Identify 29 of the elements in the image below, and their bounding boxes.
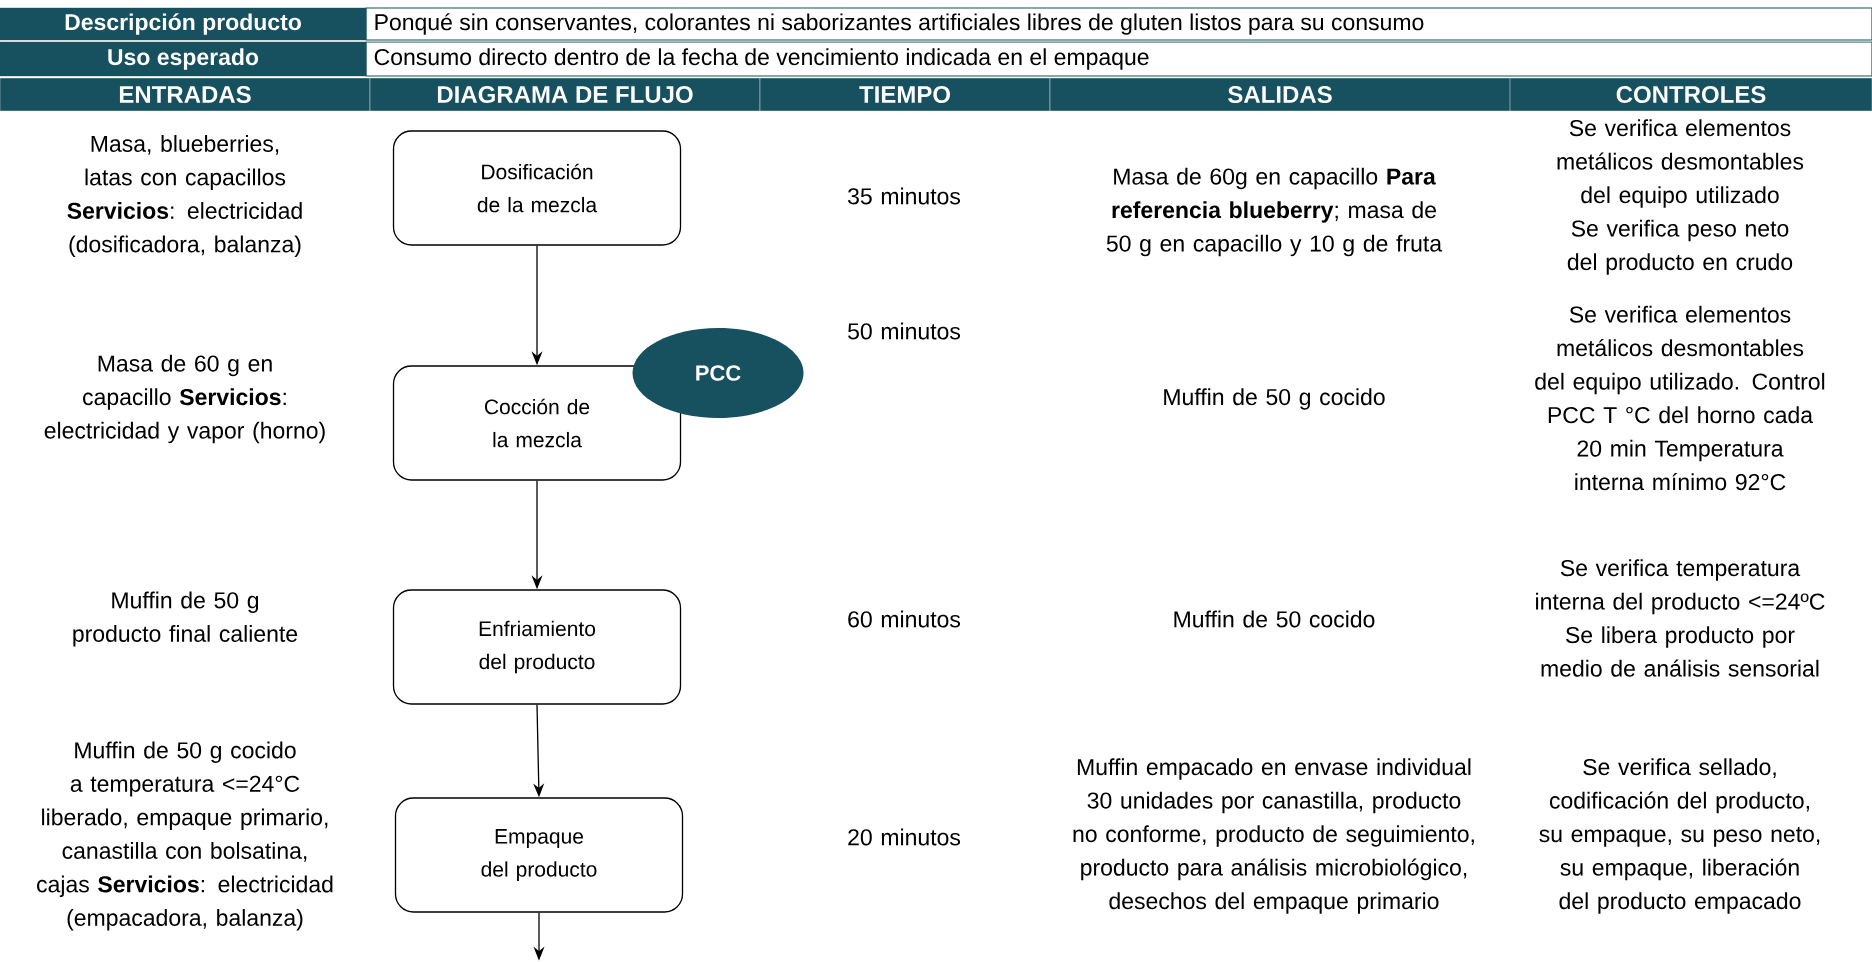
- cell-text: 50 minutos: [848, 322, 961, 340]
- cell-text: 35 minutos: [848, 187, 961, 205]
- cell-text: Muffin de 50 cocido: [1174, 610, 1375, 628]
- cell-text: Se verifica elementos metálicos desmontables del equipo utilizado Se verifica peso neto del producto en crudo: [1557, 119, 1804, 275]
- cell-text: Ponqué sin conservantes, colorantes ni saborizantes artificiales libres de gluten listos para su consumo: [375, 13, 1424, 35]
- column-header: CONTROLES: [1509, 77, 1872, 112]
- cell-text: Masa de 60 g en capacillo Servicios: electricidad y vapor (horno): [44, 354, 325, 444]
- cell-text: Masa de 60g en capacillo Para referencia blueberry; masa de 50 g en capacillo y 10 g de fruta: [1106, 167, 1443, 257]
- cell-text: Masa, blueberries, latas con capacillos Servicios: electricidad (dosificadora, balanza): [67, 135, 302, 257]
- cell-text: Se verifica temperatura interna del producto <=24ºC Se libera producto por medio de análisis sensorial: [1536, 559, 1825, 677]
- process-box: Cocción de la mezcla: [392, 365, 682, 481]
- process-box: Dosificación de la mezcla: [392, 130, 682, 246]
- process-box: Enfriamiento del producto: [392, 589, 682, 705]
- cell-text: Se verifica elementos metálicos desmontables del equipo utilizado. Control PCC T °C del horno cada 20 min Temperatura interna mínimo 92°C: [1535, 305, 1825, 491]
- cell-text: Consumo directo dentro de la fecha de vencimiento indicada en el empaque: [374, 48, 1149, 70]
- cell-text: 20 minutos: [848, 828, 961, 846]
- header-cell: Descripción producto: [0, 7, 367, 41]
- header-cell: Uso esperado: [0, 41, 367, 77]
- cell-text: Muffin de 50 g producto final caliente: [73, 591, 298, 647]
- column-header: SALIDAS: [1049, 77, 1511, 112]
- column-header: TIEMPO: [759, 77, 1051, 112]
- cell-text: Muffin de 50 g cocido: [1164, 388, 1385, 410]
- cell-text: Se verifica sellado, codificación del producto, su empaque, su peso neto, su empaque, liberación del producto empacado: [1539, 758, 1820, 914]
- cell-text: 60 minutos: [848, 610, 961, 628]
- cell-text: Muffin de 50 g cocido a temperatura <=24°C liberado, empaque primario, canastilla con bolsatina, cajas Servicios: electricidad (empacadora, balanza): [37, 741, 333, 931]
- cell-text: Muffin empacado en envase individual 30 unidades por canastilla, producto no conforme, producto de seguimiento, producto para análisis microbiológico, desechos del empaque primario: [1073, 758, 1474, 914]
- process-box: Empaque del producto: [394, 797, 684, 913]
- column-header: ENTRADAS: [0, 77, 371, 112]
- column-header: DIAGRAMA DE FLUJO: [369, 77, 761, 112]
